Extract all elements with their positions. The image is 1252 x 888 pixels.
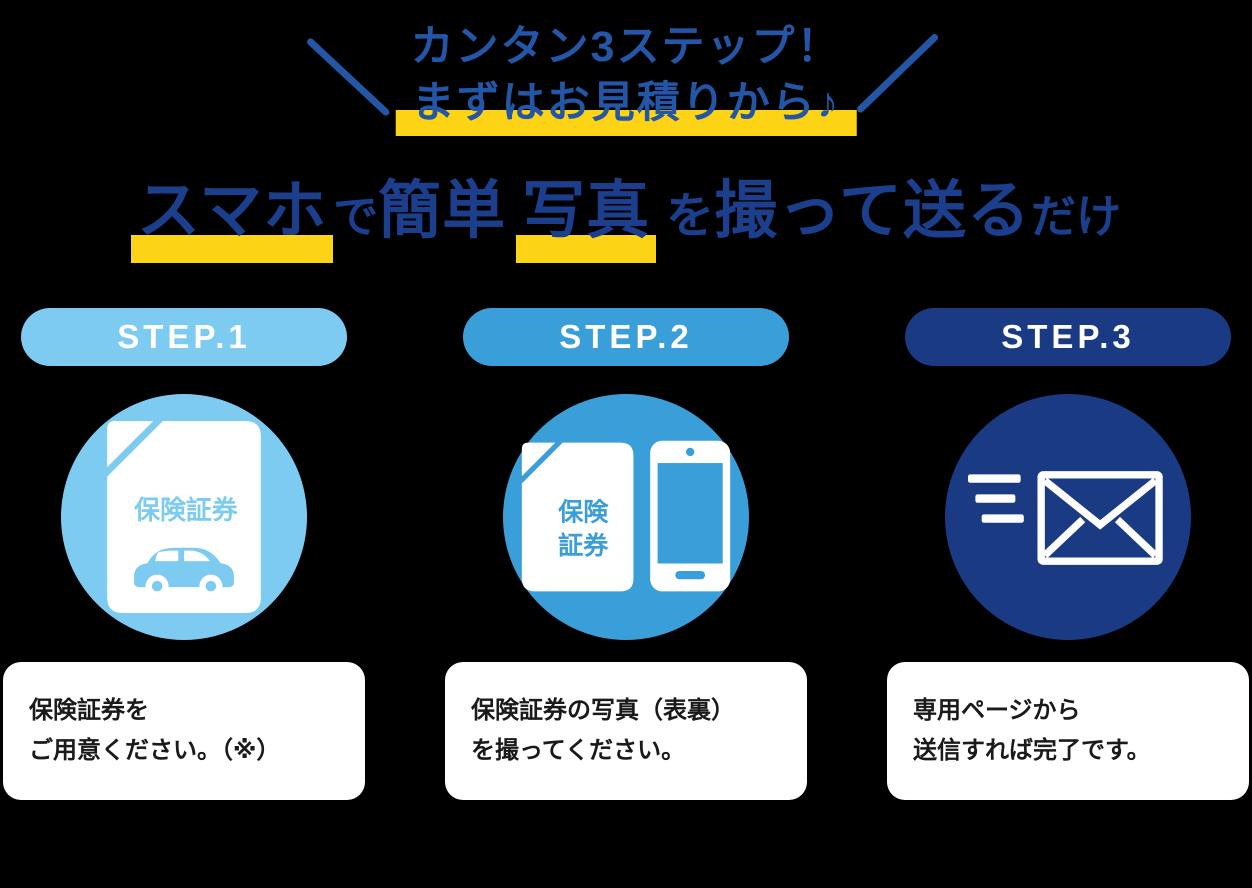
main-title: スマホ で 簡単 写真 を 撮って送る だけ bbox=[0, 160, 1252, 263]
title-word-smartphone: スマホ bbox=[130, 160, 334, 263]
left-diagonal-accent-line bbox=[305, 36, 391, 118]
title-word-easy: 簡単 bbox=[378, 176, 507, 246]
step3-column: STEP.3 専用ページから bbox=[887, 308, 1249, 800]
step3-icon-circle bbox=[945, 394, 1191, 640]
steps-row: STEP.1 保険証券 bbox=[0, 308, 1252, 800]
step1-doc-label: 保険証券 bbox=[133, 495, 239, 525]
step3-description-card: 専用ページから 送信すれば完了です。 bbox=[887, 662, 1249, 800]
send-mail-icon bbox=[968, 470, 1163, 565]
policy-photo-smartphone-icon: 保険 証券 bbox=[521, 440, 731, 592]
title-word-shoot-send: 撮って送る bbox=[714, 176, 1031, 246]
step2-desc-line2: を撮ってください。 bbox=[471, 737, 686, 764]
step3-desc-line2: 送信すれば完了です。 bbox=[913, 737, 1151, 764]
title-word-dake: だけ bbox=[1031, 191, 1122, 242]
step2-badge: STEP.2 bbox=[463, 308, 789, 366]
step1-desc-line1: 保険証券を bbox=[29, 697, 149, 724]
insurance-policy-car-icon: 保険証券 bbox=[107, 421, 261, 613]
right-diagonal-accent-line bbox=[855, 32, 940, 115]
step1-desc-line2: ご用意ください。（※） bbox=[29, 737, 281, 764]
header-catchphrase-line2: まずはお見積りから♪ bbox=[395, 68, 857, 136]
step3-badge: STEP.3 bbox=[905, 308, 1231, 366]
step2-doc-label-line2: 証券 bbox=[558, 531, 609, 560]
header-catchphrase-line1: カンタン3ステップ！ bbox=[410, 23, 842, 71]
step2-desc-line1: 保険証券の写真（表裏） bbox=[471, 697, 735, 724]
step3-desc-line1: 専用ページから bbox=[913, 697, 1081, 724]
step1-badge: STEP.1 bbox=[21, 308, 347, 366]
step1-column: STEP.1 保険証券 bbox=[3, 308, 365, 800]
step1-icon-circle: 保険証券 bbox=[61, 394, 307, 640]
title-word-photo: 写真 bbox=[516, 160, 657, 263]
step1-description-card: 保険証券を ご用意ください。（※） bbox=[3, 662, 365, 800]
title-particle-wo: を bbox=[666, 190, 715, 243]
step2-description-card: 保険証券の写真（表裏） を撮ってください。 bbox=[445, 662, 807, 800]
step2-icon-circle: 保険 証券 bbox=[503, 394, 749, 640]
title-particle-de: で bbox=[333, 191, 379, 242]
step2-doc-label-line1: 保険 bbox=[557, 498, 609, 527]
step2-column: STEP.2 保険 証券 bbox=[445, 308, 807, 800]
